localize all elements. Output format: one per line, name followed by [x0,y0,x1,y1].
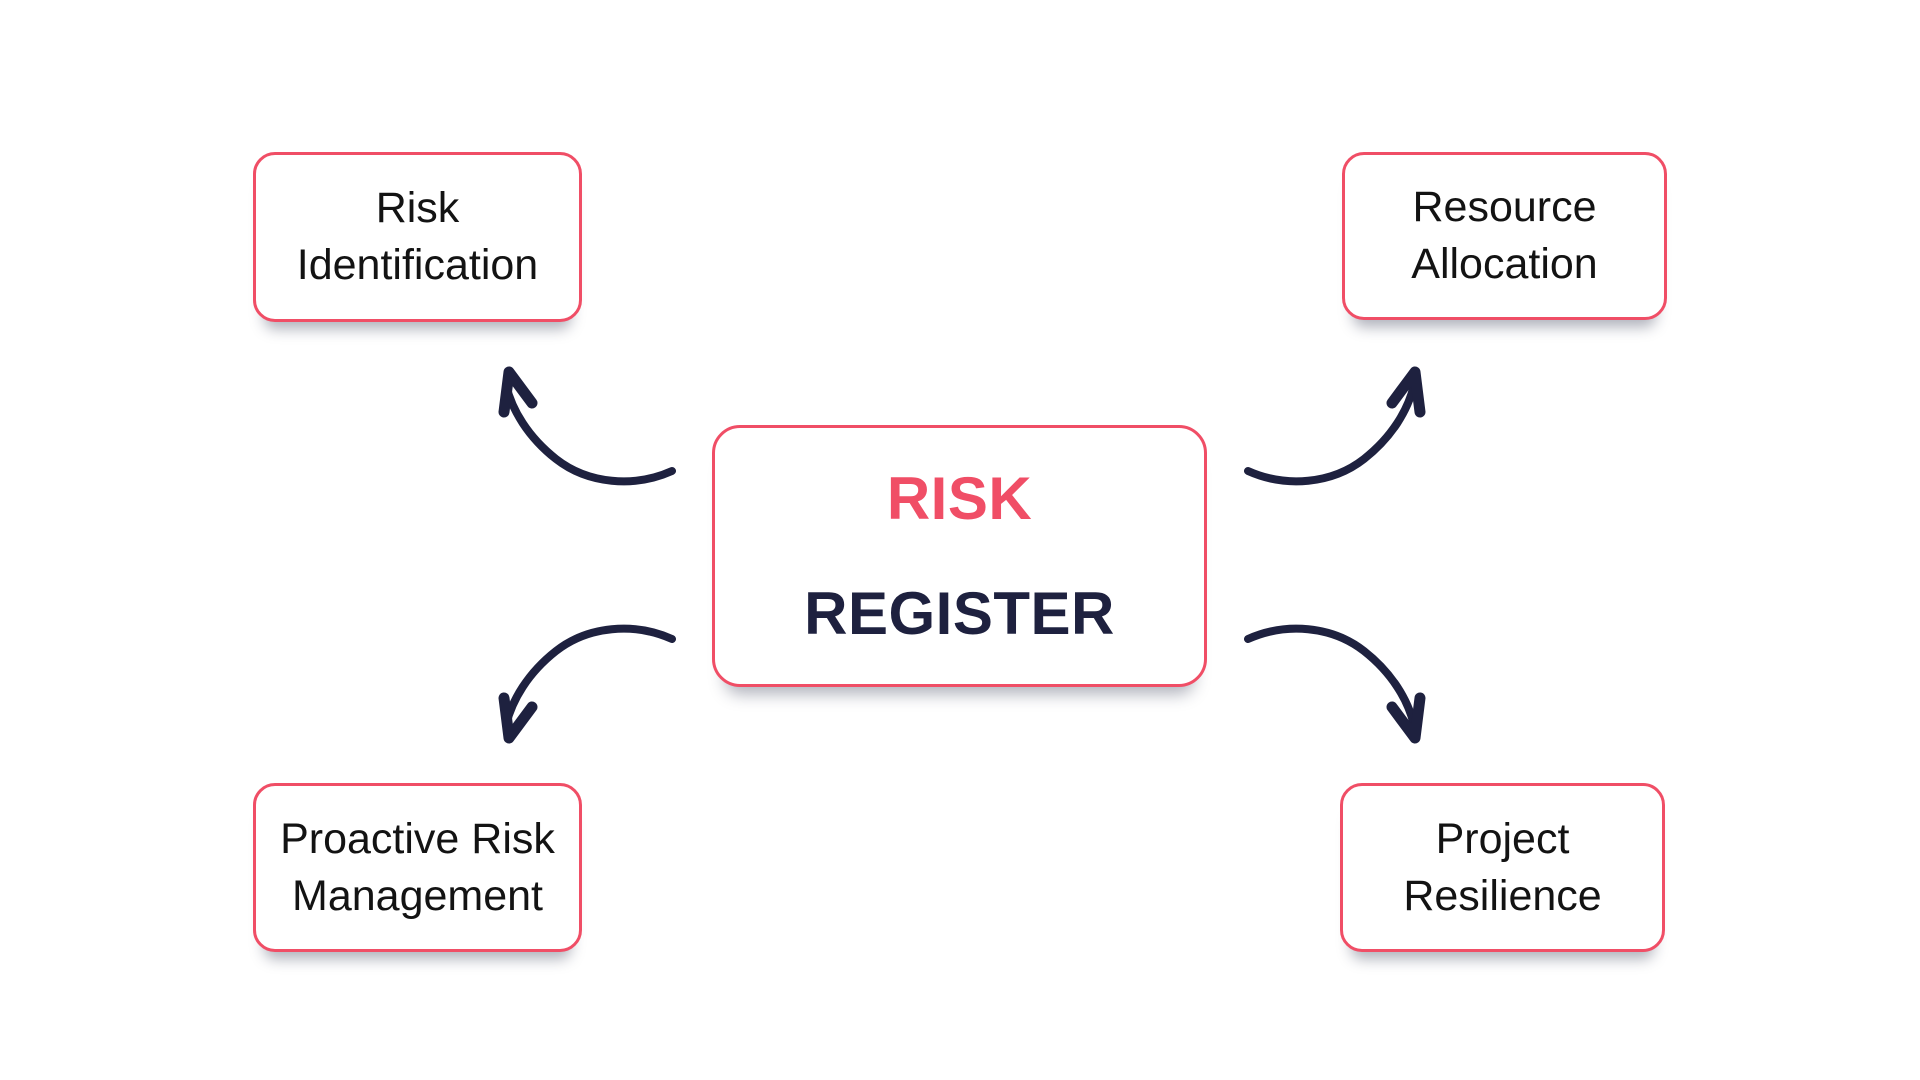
arrow-center-to-risk-identification [498,366,676,486]
node-label-line: Management [292,871,543,920]
center-title-risk: RISK [886,464,1033,532]
node-project-resilience: Project Resilience [1340,783,1665,952]
node-label-line: Proactive Risk [280,814,555,863]
node-label-line: Risk [375,184,460,233]
node-resource-allocation: Resource Allocation [1342,152,1667,320]
center-title-register: REGISTER [804,580,1115,647]
node-label-line: Identification [296,241,539,289]
arrow-center-to-project-resilience [1244,624,1426,744]
node-label-line: Project [1435,814,1570,863]
arrow-shaft [502,624,676,729]
arrowhead-up-right-icon [1386,366,1426,418]
node-risk-identification: Risk Identification [253,152,582,322]
node-label-line: Allocation [1411,240,1598,288]
arrow-shaft [502,381,676,486]
node-risk-register: RISK REGISTER [712,425,1207,687]
arrowhead-down-right-icon [1386,692,1426,744]
node-label-line: Resilience [1403,871,1602,920]
arrow-shaft [1244,624,1418,729]
node-label-line: Resource [1412,183,1597,232]
arrow-shaft [1244,381,1418,486]
arrow-center-to-proactive-risk-management [498,624,676,744]
arrowhead-up-left-icon [498,366,538,418]
node-proactive-risk-management: Proactive Risk Management [253,783,582,952]
arrowhead-down-left-icon [498,692,538,744]
arrow-center-to-resource-allocation [1244,366,1426,486]
